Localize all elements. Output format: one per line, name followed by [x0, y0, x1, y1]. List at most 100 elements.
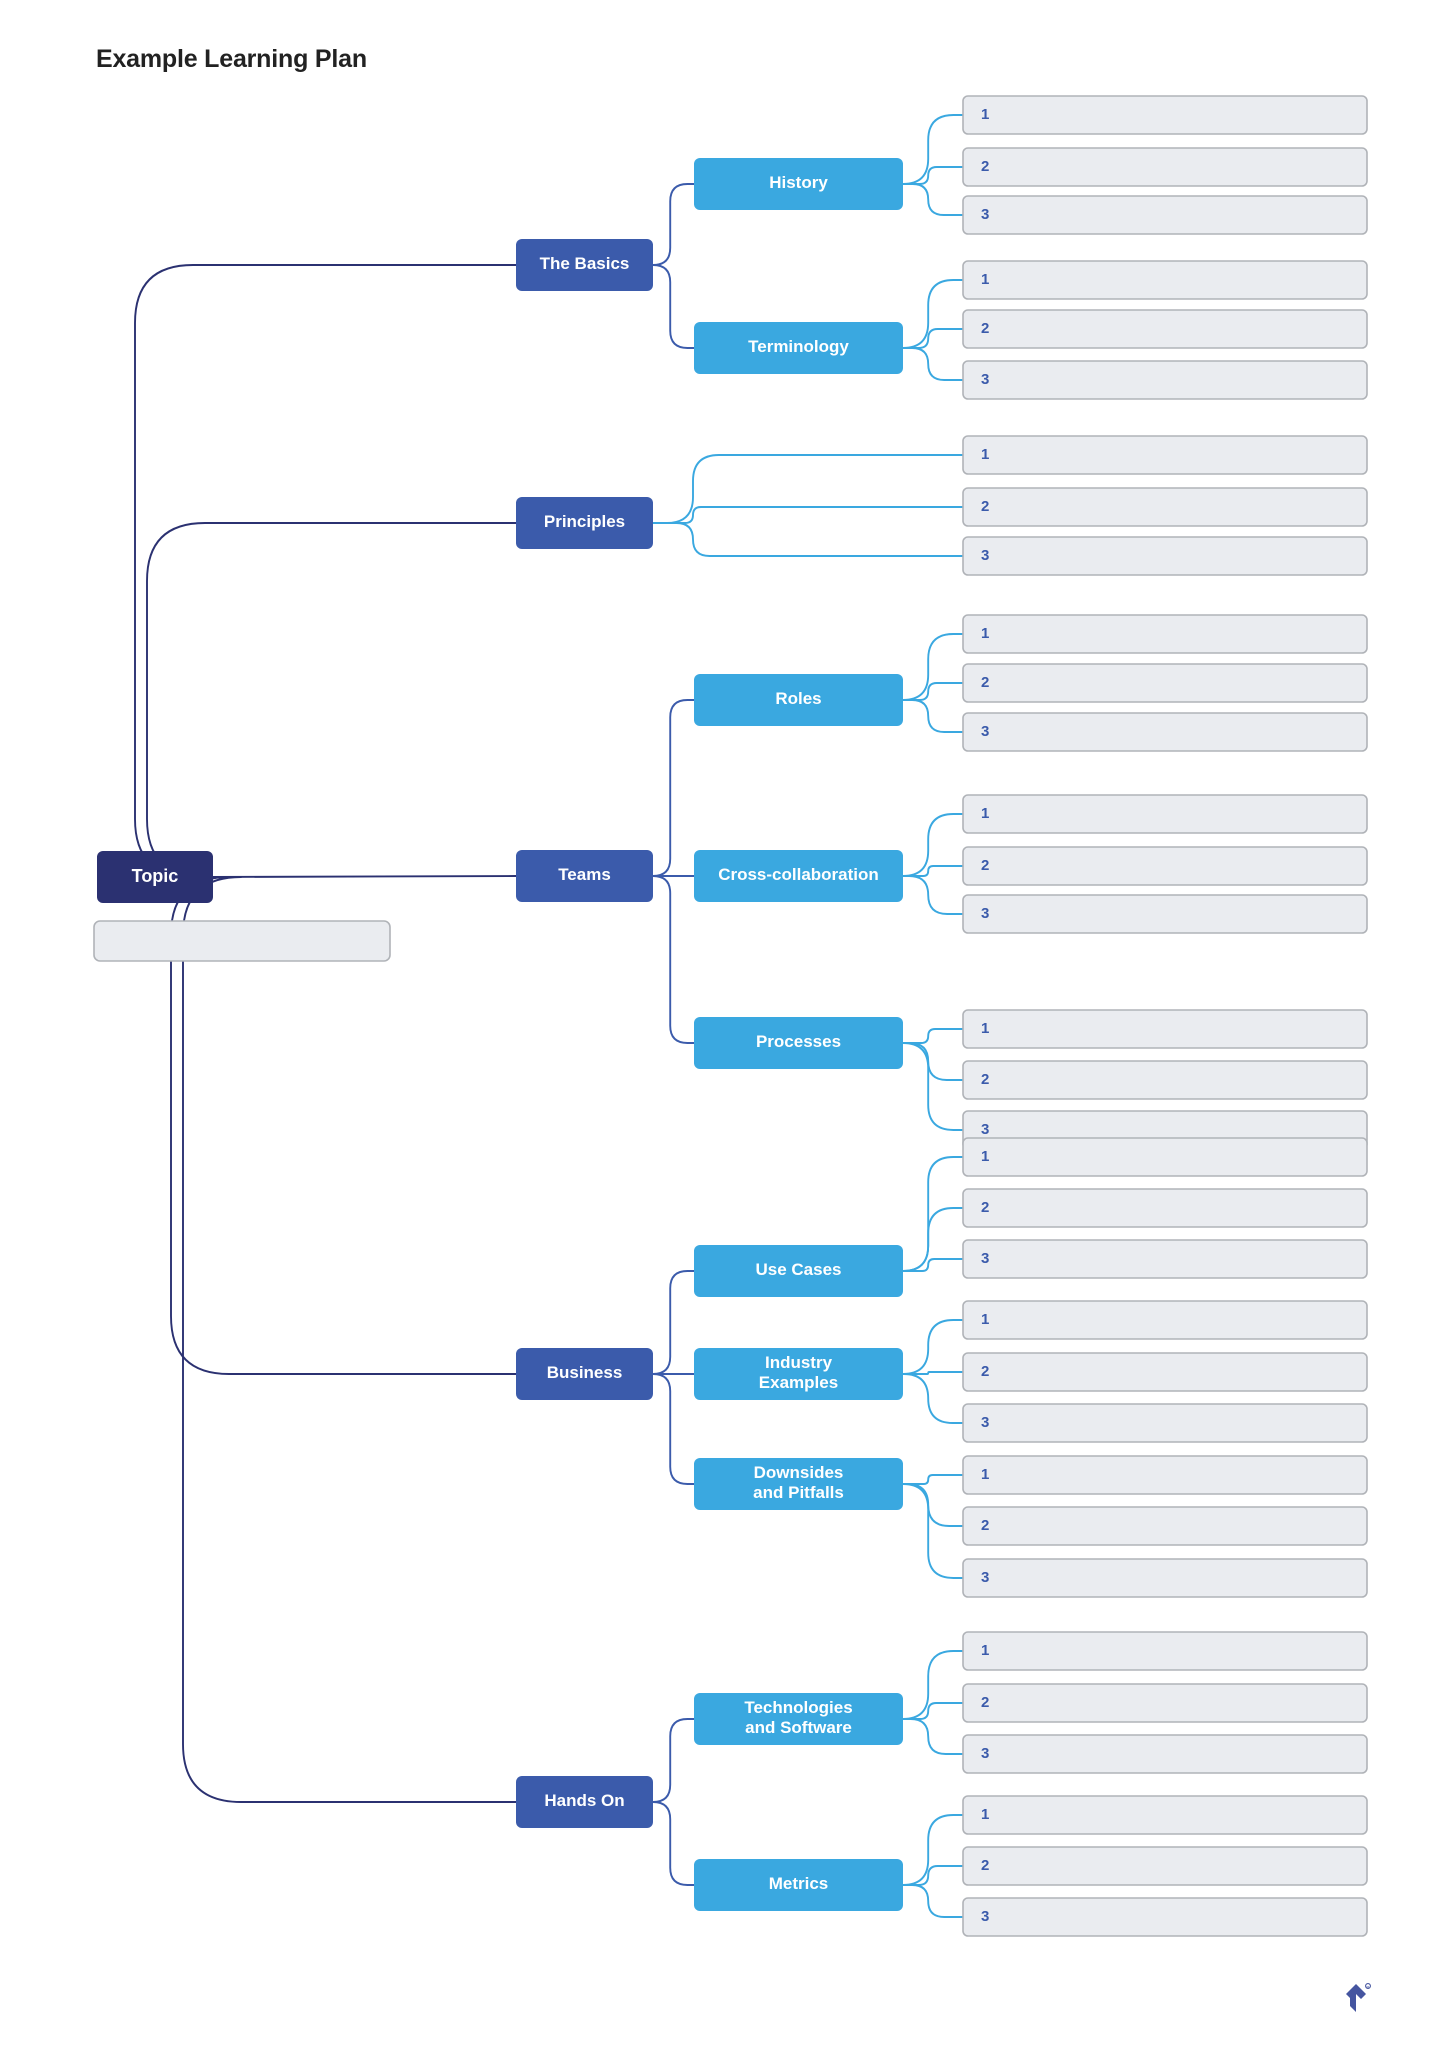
leaf-box[interactable]	[962, 1300, 1368, 1340]
leaf-box[interactable]	[962, 1897, 1368, 1937]
leaf-box[interactable]	[962, 1352, 1368, 1392]
leaf-box[interactable]	[962, 1403, 1368, 1443]
svg-text:R: R	[1367, 1985, 1370, 1990]
leaf-box-number: 3	[981, 723, 989, 740]
leaf-box[interactable]	[962, 794, 1368, 834]
connector-path	[902, 1884, 964, 1918]
leaf-box[interactable]	[962, 1455, 1368, 1495]
sub-node-roles[interactable]	[694, 674, 903, 726]
connector-path	[902, 1483, 964, 1579]
connector-path	[902, 1371, 964, 1375]
leaf-box[interactable]	[962, 360, 1368, 400]
connector-path	[902, 1483, 964, 1527]
leaf-box[interactable]	[962, 663, 1368, 703]
leaf-box-number: 3	[981, 1121, 989, 1138]
leaf-box[interactable]	[962, 147, 1368, 187]
branch-node-business[interactable]	[516, 1348, 653, 1400]
leaf-box[interactable]	[962, 1060, 1368, 1100]
connector-path	[902, 1258, 964, 1272]
sub-node-downsides-and-pitfalls[interactable]	[694, 1458, 903, 1510]
sub-node-terminology[interactable]	[694, 322, 903, 374]
leaf-box-number: 1	[981, 106, 989, 123]
leaf-box-number: 2	[981, 674, 989, 691]
leaf-box[interactable]	[962, 487, 1368, 527]
leaf-box-number: 3	[981, 547, 989, 564]
sub-node-label: Terminology	[748, 337, 849, 356]
branch-node-teams[interactable]	[516, 850, 653, 902]
leaf-box[interactable]	[962, 1188, 1368, 1228]
leaf-box-number: 1	[981, 1466, 989, 1483]
connector-path	[146, 522, 517, 878]
leaf-box[interactable]	[962, 894, 1368, 934]
connector-path	[902, 1156, 964, 1272]
sub-node-use-cases[interactable]	[694, 1245, 903, 1297]
leaf-box[interactable]	[962, 1631, 1368, 1671]
leaf-box[interactable]	[962, 536, 1368, 576]
sub-node-label: History	[769, 173, 828, 192]
sub-node-technologies-and-software[interactable]	[694, 1693, 903, 1745]
leaf-box[interactable]	[962, 1734, 1368, 1774]
leaf-box-number: 2	[981, 1071, 989, 1088]
root-node-topic[interactable]	[97, 851, 213, 903]
leaf-box[interactable]	[962, 435, 1368, 475]
leaf-box[interactable]	[962, 1795, 1368, 1835]
connector-path	[902, 1319, 964, 1375]
connector-path	[902, 633, 964, 701]
branch-node-principles[interactable]	[516, 497, 653, 549]
leaf-box-number: 2	[981, 1517, 989, 1534]
root-node-label: Topic	[132, 866, 179, 886]
leaf-box[interactable]	[962, 309, 1368, 349]
leaf-box-number: 1	[981, 1148, 989, 1165]
branch-node-label: Business	[547, 1363, 623, 1382]
leaf-box[interactable]	[962, 1009, 1368, 1049]
leaf-box-number: 1	[981, 805, 989, 822]
leaf-box[interactable]	[962, 195, 1368, 235]
connector-path	[902, 875, 964, 915]
connector-path	[902, 1474, 964, 1485]
branch-node-label: Principles	[544, 512, 625, 531]
root-note-box[interactable]	[93, 920, 391, 962]
branch-node-the-basics[interactable]	[516, 239, 653, 291]
leaf-box[interactable]	[962, 1506, 1368, 1546]
sub-node-label: Metrics	[769, 1874, 829, 1893]
leaf-box[interactable]	[962, 1846, 1368, 1886]
connector-path	[902, 166, 964, 185]
sub-node-label: Use Cases	[755, 1260, 841, 1279]
leaf-box[interactable]	[962, 1137, 1368, 1177]
leaf-box-number: 1	[981, 1020, 989, 1037]
branch-node-hands-on[interactable]	[516, 1776, 653, 1828]
connector-path	[902, 1028, 964, 1044]
leaf-box-number: 3	[981, 1250, 989, 1267]
leaf-box[interactable]	[962, 1558, 1368, 1598]
leaf-box-number: 2	[981, 1694, 989, 1711]
sub-node-metrics[interactable]	[694, 1859, 903, 1911]
connector-path	[652, 875, 695, 1044]
sub-node-history[interactable]	[694, 158, 903, 210]
connector-path	[902, 1814, 964, 1886]
leaf-box[interactable]	[962, 260, 1368, 300]
connector-path	[902, 183, 964, 216]
leaf-box-number: 1	[981, 1642, 989, 1659]
sub-node-processes[interactable]	[694, 1017, 903, 1069]
connector-path	[134, 264, 517, 878]
connector-path	[902, 1042, 964, 1081]
connector-path	[902, 114, 964, 185]
leaf-box-number: 3	[981, 1908, 989, 1925]
leaf-box[interactable]	[962, 846, 1368, 886]
leaf-box-number: 3	[981, 206, 989, 223]
leaf-box[interactable]	[962, 614, 1368, 654]
leaf-box[interactable]	[962, 1683, 1368, 1723]
connector-path	[652, 699, 695, 877]
leaf-box[interactable]	[962, 712, 1368, 752]
toptal-logo: R	[1346, 1983, 1371, 2012]
leaf-box[interactable]	[962, 95, 1368, 135]
connector-path	[212, 875, 517, 878]
connector-path	[652, 1270, 695, 1375]
connector-path	[652, 506, 964, 524]
sub-node-cross-collaboration[interactable]	[694, 850, 903, 902]
sub-node-industry-examples[interactable]	[694, 1348, 903, 1400]
branch-node-label: The Basics	[540, 254, 630, 273]
leaf-box[interactable]	[962, 1239, 1368, 1279]
